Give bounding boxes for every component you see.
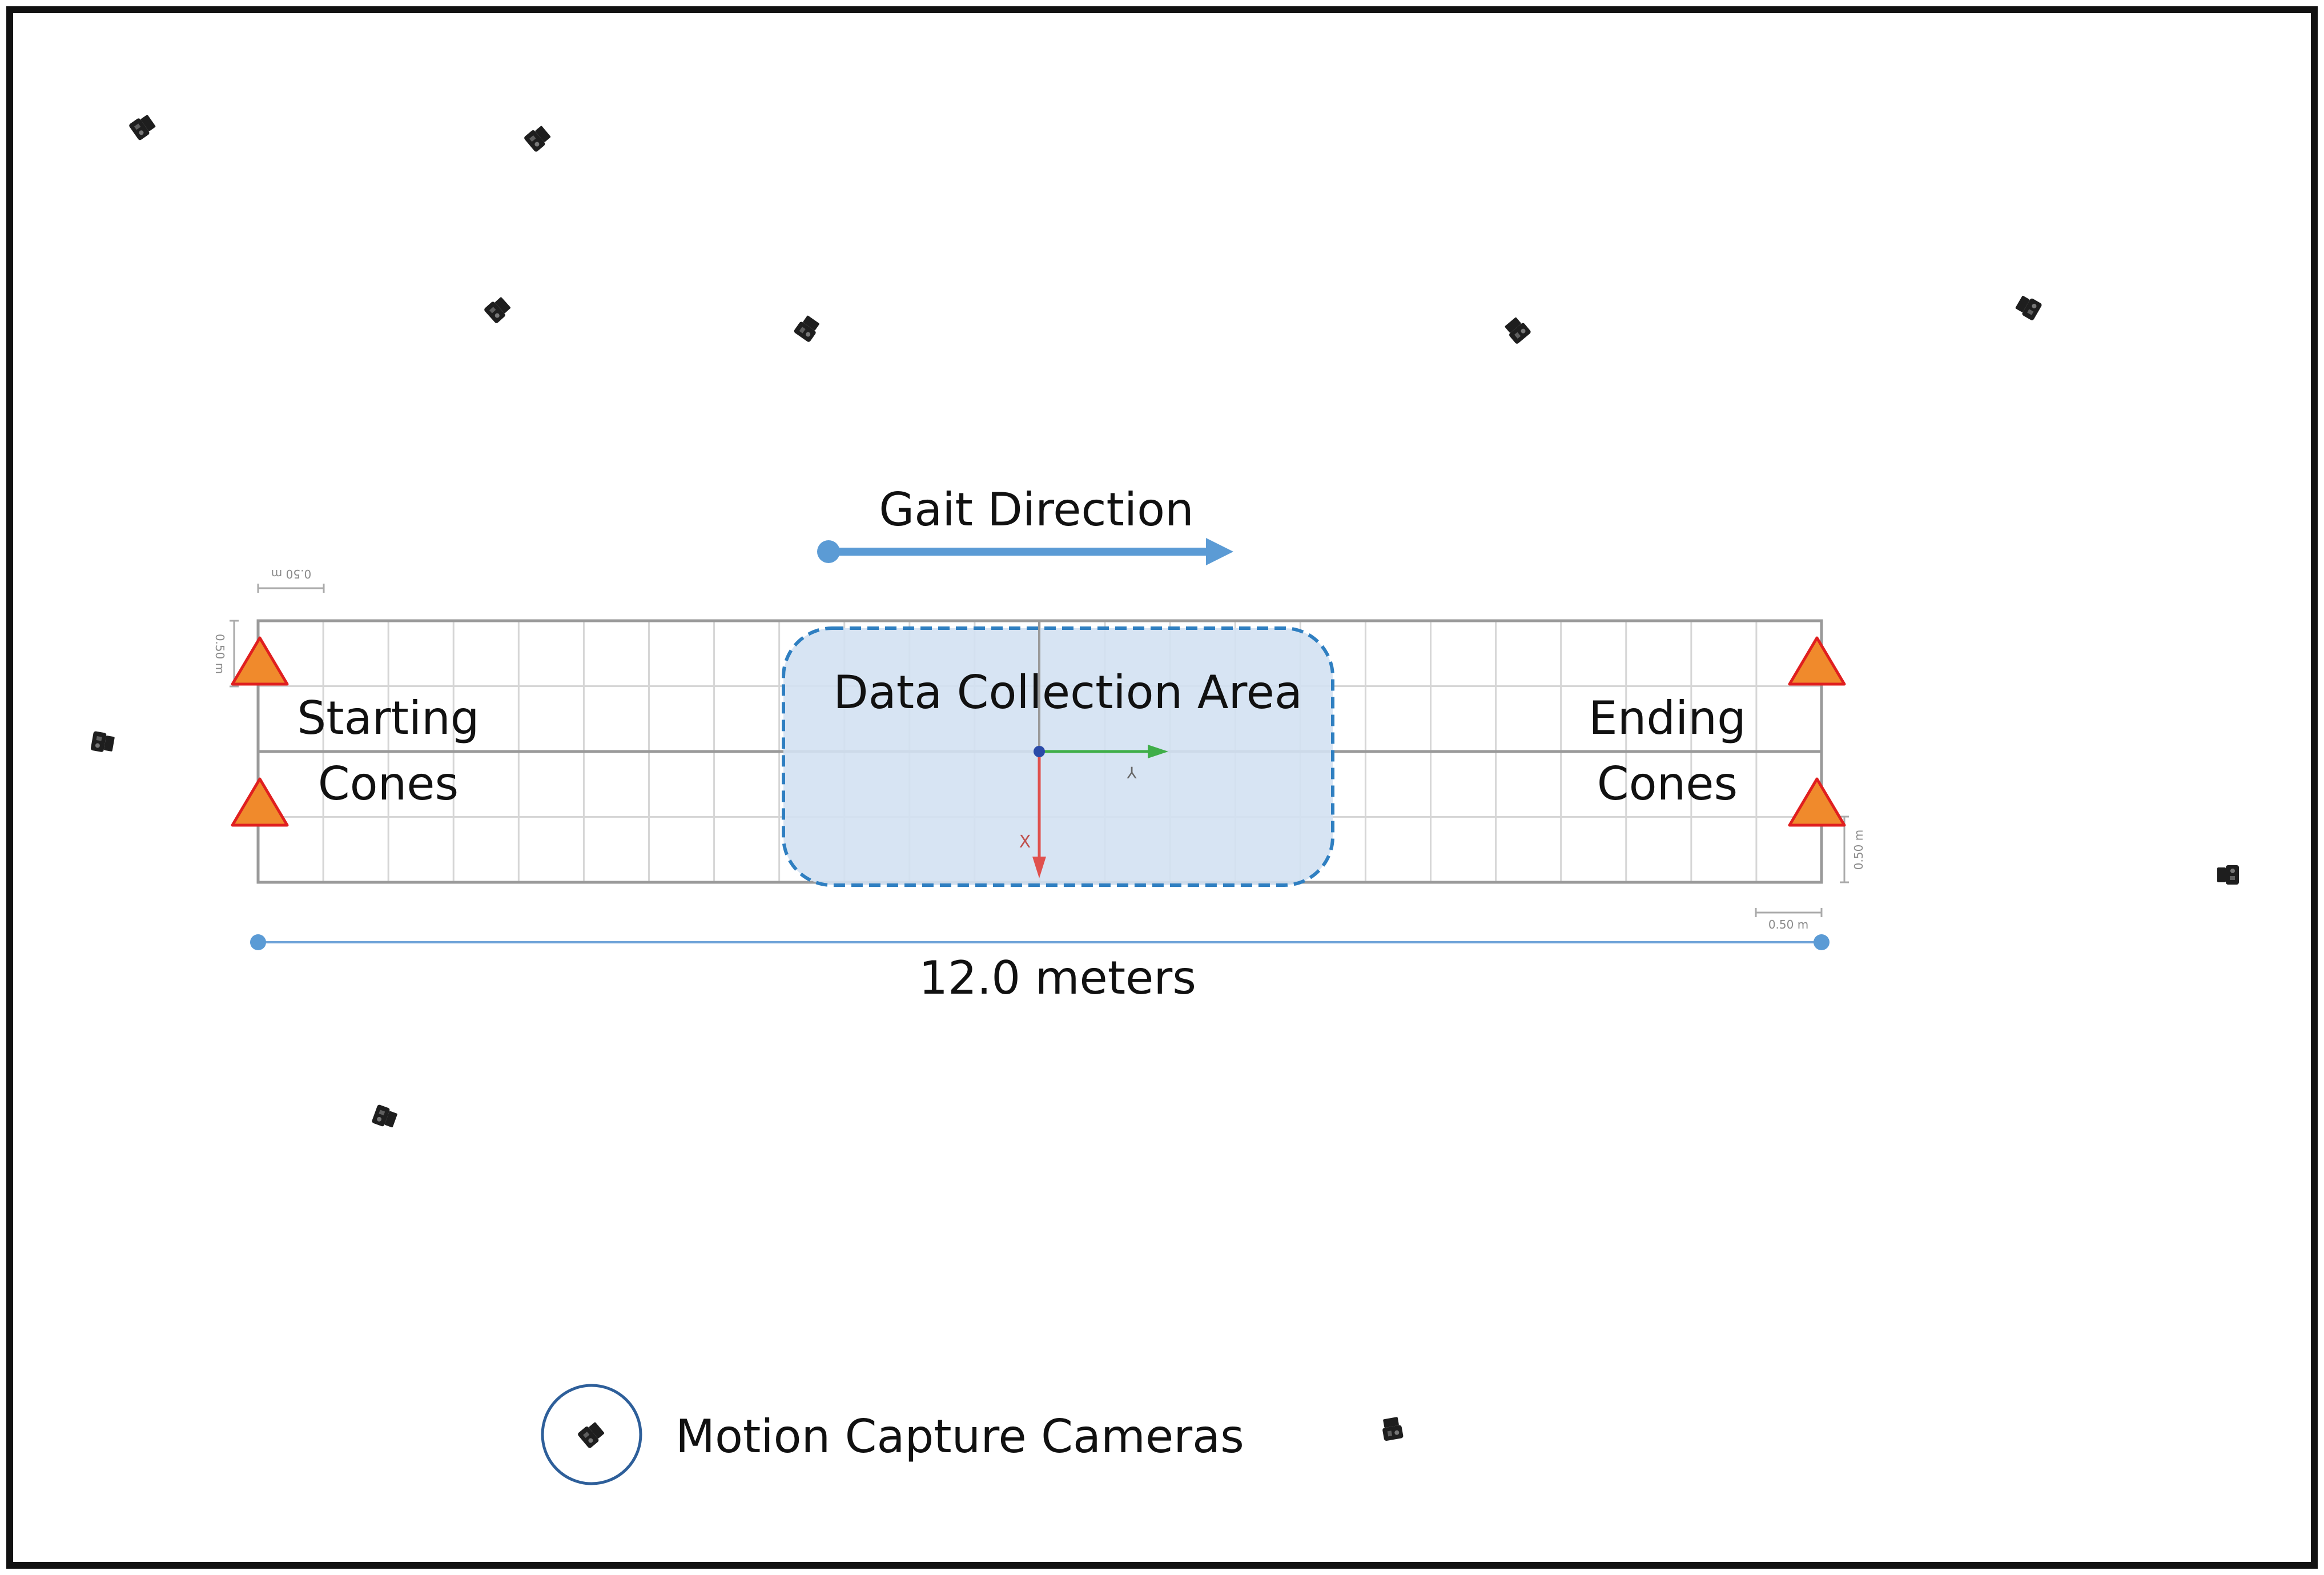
y-axis-label: Y <box>1127 763 1137 782</box>
traffic-cone-icon <box>231 636 289 686</box>
scale-markers: 0.50 m 0.50 m 0.50 m 0.50 m <box>213 567 1865 931</box>
scale-marker-bottom: 0.50 m <box>1755 908 1823 931</box>
scale-marker-top: 0.50 m <box>257 567 325 593</box>
traffic-cone-icon <box>1788 636 1846 686</box>
gait-direction-arrowhead <box>1206 538 1233 565</box>
distance-endpoint-right <box>1814 934 1830 950</box>
ending-cones-label-line2: Cones <box>1597 757 1738 810</box>
scale-marker-right: 0.50 m <box>1840 815 1865 883</box>
scale-label-top: 0.50 m <box>271 567 311 581</box>
motion-capture-camera-icon <box>2217 865 2239 885</box>
distance-endpoint-left <box>250 934 266 950</box>
distance-label: 12.0 meters <box>919 951 1196 1005</box>
data-collection-area-label: Data Collection Area <box>833 666 1302 719</box>
scale-label-bottom: 0.50 m <box>1768 918 1808 931</box>
starting-cones-label-line1: Starting <box>297 692 479 745</box>
y-axis-arrowhead <box>1148 745 1168 758</box>
ending-cones-label-line1: Ending <box>1589 692 1746 745</box>
ending-cones <box>1788 636 1846 827</box>
starting-cones-label-line2: Cones <box>318 757 459 810</box>
x-axis-label: X <box>1019 832 1031 852</box>
gait-direction-label: Gait Direction <box>879 483 1193 536</box>
scale-label-right: 0.50 m <box>1852 830 1865 870</box>
origin-marker <box>1034 746 1045 757</box>
legend: Motion Capture Cameras <box>541 1384 1244 1485</box>
x-axis-arrowhead <box>1032 857 1046 878</box>
legend-label: Motion Capture Cameras <box>676 1410 1244 1463</box>
starting-cones <box>231 636 289 827</box>
traffic-cone-icon <box>231 777 289 827</box>
data-collection-area <box>782 626 1334 887</box>
scale-marker-left: 0.50 m <box>213 620 239 688</box>
scale-label-left: 0.50 m <box>213 634 227 674</box>
coordinate-axes: Y X <box>1019 745 1168 878</box>
traffic-cone-icon <box>1788 777 1846 827</box>
